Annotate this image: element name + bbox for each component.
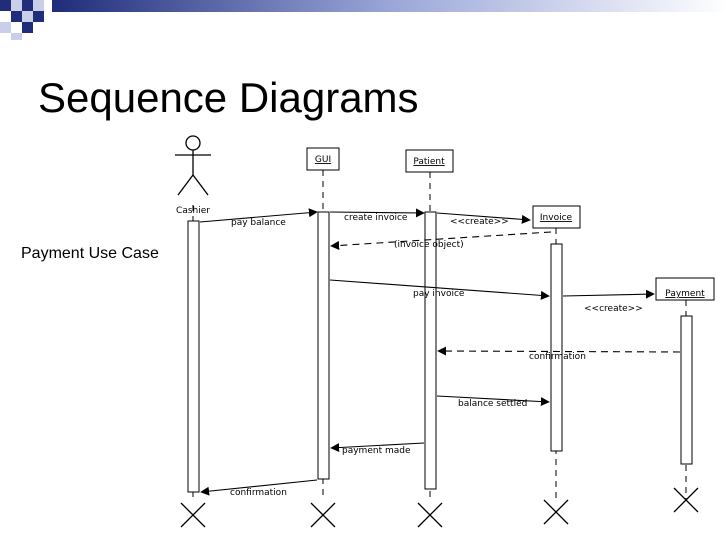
message-label-balance-settled: balance settled	[458, 399, 527, 409]
message-label-confirmation-cashier: confirmation	[230, 488, 287, 498]
message-arrow-create-invoice-object	[436, 212, 531, 224]
slide-title: Sequence Diagrams	[38, 74, 419, 121]
message-arrow-pay-balance	[199, 208, 318, 223]
message-label-create-invoice: create invoice	[344, 213, 408, 223]
header-square	[0, 0, 11, 11]
message-arrow-pay-invoice	[329, 279, 550, 300]
destroy-mark-icon	[310, 502, 336, 528]
header-band	[52, 0, 728, 12]
header-square	[22, 11, 33, 22]
message-arrow-confirmation-cashier	[200, 479, 318, 496]
actor-label-cashier: Cashier	[176, 206, 210, 216]
object-box-payment	[655, 277, 715, 301]
activation-bar-cashier	[187, 220, 200, 493]
header-square	[22, 22, 33, 33]
destroy-mark-icon	[180, 502, 206, 528]
message-arrow-confirmation-payment	[437, 346, 681, 356]
message-label-create-invoice-stereotype: <<create>>	[450, 217, 509, 227]
message-arrow-balance-settled	[436, 395, 550, 407]
side-text-use-case: Payment Use Case	[21, 245, 159, 262]
message-label-pay-invoice: pay invoice	[413, 289, 465, 299]
message-label-create-payment-stereotype: <<create>>	[584, 304, 643, 314]
object-label-gui: GUI	[315, 155, 331, 165]
object-box-invoice	[532, 205, 581, 229]
activation-bar-payment	[680, 315, 693, 465]
message-arrow-create-payment	[562, 289, 655, 299]
message-label-pay-balance: pay balance	[231, 218, 286, 228]
destroy-mark-icon	[673, 487, 699, 513]
object-label-patient: Patient	[413, 157, 445, 167]
destroy-mark-icon	[417, 502, 443, 528]
header-square	[11, 0, 22, 11]
object-label-payment: Payment	[665, 289, 705, 299]
header-square	[33, 11, 44, 22]
message-label-confirmation-payment: confirmation	[529, 352, 586, 362]
activation-bar-gui	[317, 211, 330, 480]
destroy-mark-icon	[543, 499, 569, 525]
cashier-actor-icon	[175, 135, 211, 196]
header-square	[0, 22, 11, 33]
header-square	[11, 33, 22, 40]
message-arrow-payment-made	[330, 442, 425, 453]
object-label-invoice: Invoice	[540, 213, 573, 223]
header-square	[33, 0, 44, 11]
message-arrow-invoice-object	[330, 231, 552, 250]
object-box-patient	[405, 149, 454, 173]
activation-bar-invoice	[550, 243, 563, 452]
message-label-payment-made: payment made	[342, 446, 411, 456]
message-label-invoice-object: (invoice object)	[394, 240, 464, 250]
message-arrow-create-invoice	[329, 208, 425, 218]
header-square	[11, 11, 22, 22]
header-square	[22, 0, 33, 11]
object-box-gui	[306, 147, 340, 171]
activation-bar-patient	[424, 211, 437, 490]
header-decoration	[0, 0, 728, 40]
